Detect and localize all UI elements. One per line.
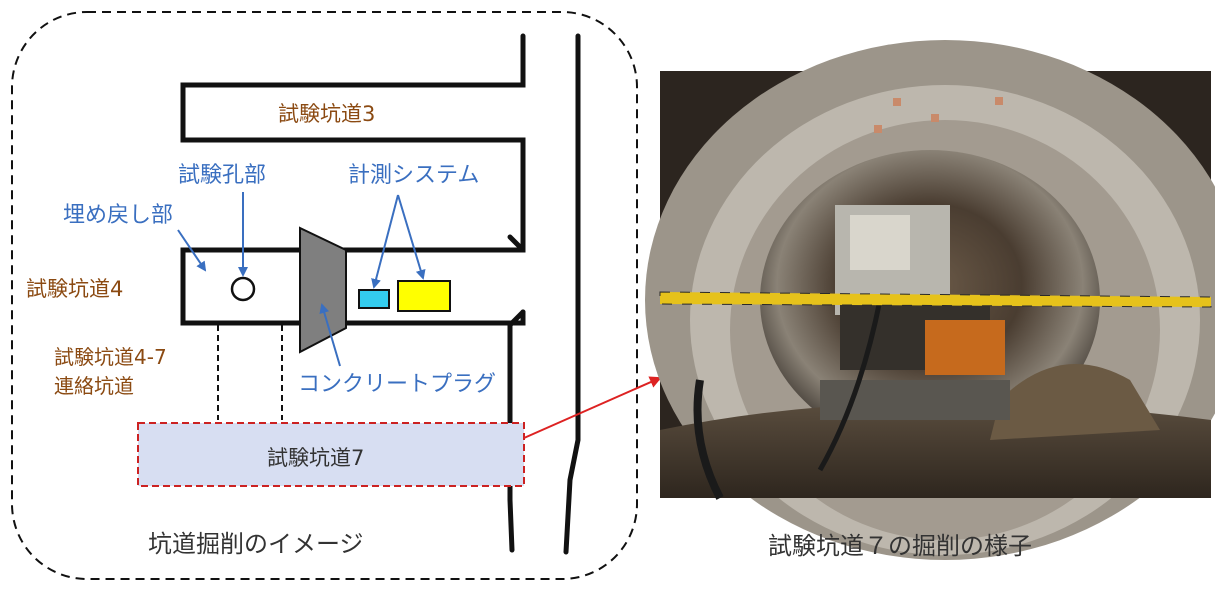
arrow-measurement-small <box>371 194 399 289</box>
arrow-plug <box>319 303 341 367</box>
arrow-backfill <box>177 229 207 272</box>
concrete-plug <box>299 226 347 354</box>
excavation-photo <box>645 40 1215 560</box>
label-tunnel7: 試験坑道7 <box>267 446 364 470</box>
label-test-hole: 試験孔部 <box>178 163 266 188</box>
label-backfill: 埋め戻し部 <box>63 203 173 228</box>
sensor-large-box <box>397 280 451 312</box>
label-tunnel47-line1: 試験坑道4-7 <box>54 345 167 369</box>
diagram-caption: 坑道掘削のイメージ <box>148 530 364 558</box>
tunnel7-box <box>137 422 525 487</box>
connection-tunnel <box>217 325 283 420</box>
label-tunnel47-line2: 連絡坑道 <box>54 374 134 398</box>
label-measurement: 計測システム <box>348 163 479 188</box>
diagram-frame <box>11 11 638 580</box>
main-shaft <box>180 33 581 555</box>
sensor-small-box <box>358 289 390 309</box>
arrow-to-photo <box>523 376 662 439</box>
test-hole-marker <box>230 276 256 302</box>
arrow-measurement-large <box>397 194 426 280</box>
label-plug: コンクリートプラグ <box>298 372 496 397</box>
label-tunnel4: 試験坑道4 <box>26 277 123 301</box>
label-tunnel3: 試験坑道3 <box>278 102 375 126</box>
photo-caption: 試験坑道７の掘削の様子 <box>768 532 1032 560</box>
